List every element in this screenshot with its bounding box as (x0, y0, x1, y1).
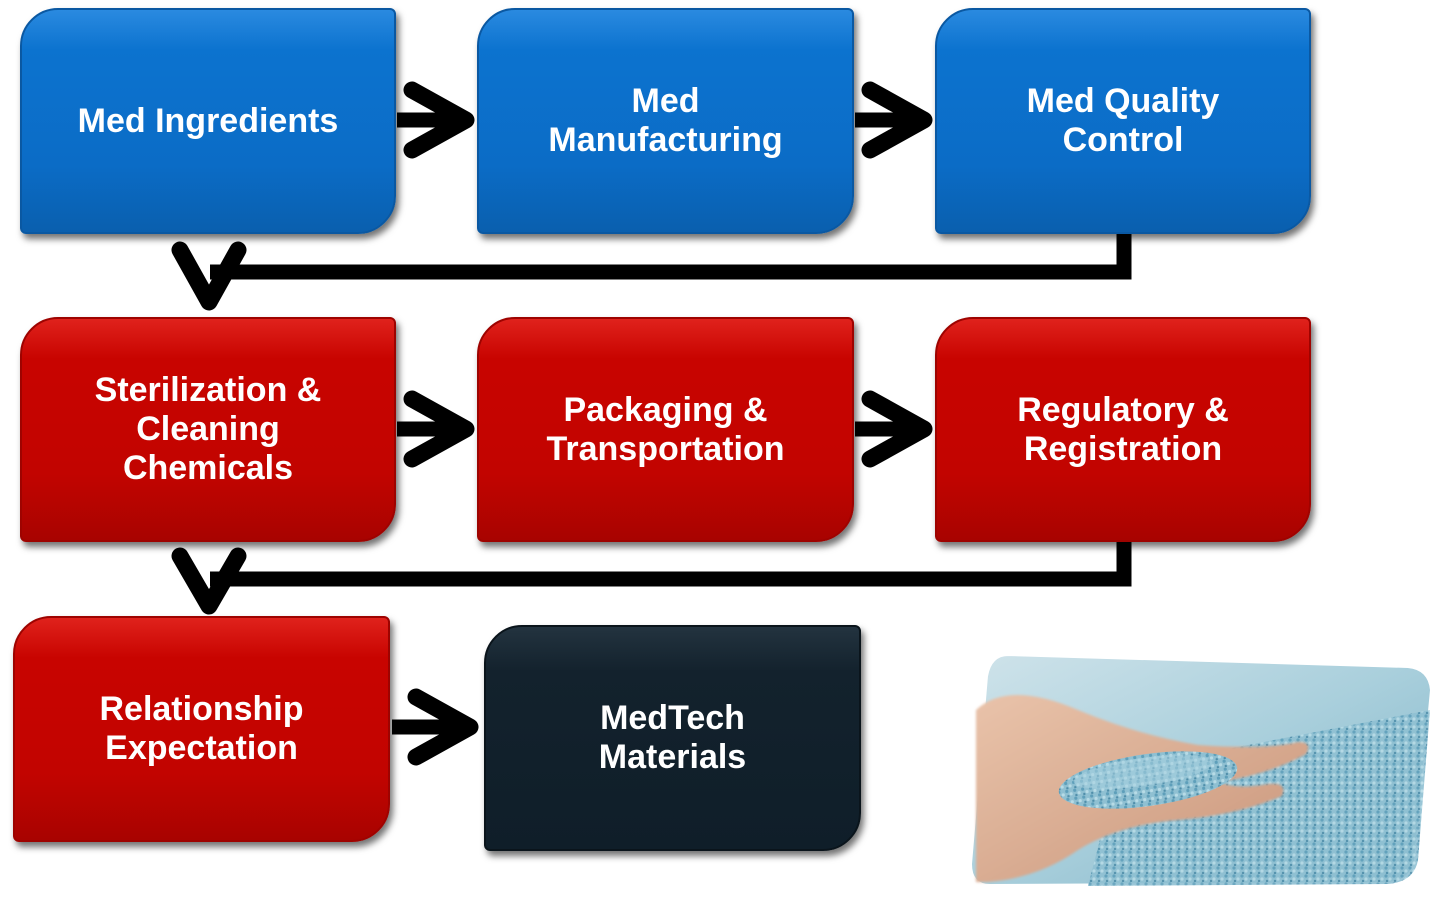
step-label: Med Quality Control (1026, 82, 1220, 159)
step-packaging-transportation: Packaging & Transportation (477, 317, 854, 542)
step-label: Med Manufacturing (548, 82, 783, 159)
arrow-ingredients-to-manufacturing (397, 81, 475, 159)
arrow-sterilization-to-packaging (397, 390, 475, 468)
step-med-ingredients: Med Ingredients (20, 8, 396, 234)
step-label: Packaging & Transportation (546, 390, 785, 468)
step-label: Regulatory & Registration (1017, 390, 1229, 468)
step-label: Relationship Expectation (99, 690, 304, 767)
step-regulatory-registration: Regulatory & Registration (935, 317, 1311, 542)
arrow-manufacturing-to-quality (855, 81, 933, 159)
step-med-manufacturing: Med Manufacturing (477, 8, 854, 234)
step-label: MedTech Materials (598, 699, 747, 776)
step-med-quality-control: Med Quality Control (935, 8, 1311, 234)
arrow-relationship-to-medtech (392, 688, 479, 766)
pellets-in-hand-photo (968, 651, 1434, 888)
connector-regulatory-to-relationship (171, 542, 1132, 615)
step-label: Sterilization & Cleaning Chemicals (94, 371, 322, 487)
arrow-packaging-to-regulatory (855, 390, 933, 468)
step-sterilization-cleaning-chemicals: Sterilization & Cleaning Chemicals (20, 317, 396, 542)
step-relationship-expectation: Relationship Expectation (13, 616, 390, 842)
step-label: Med Ingredients (77, 101, 339, 140)
step-medtech-materials: MedTech Materials (484, 625, 861, 851)
connector-quality-to-sterilization (171, 233, 1132, 311)
